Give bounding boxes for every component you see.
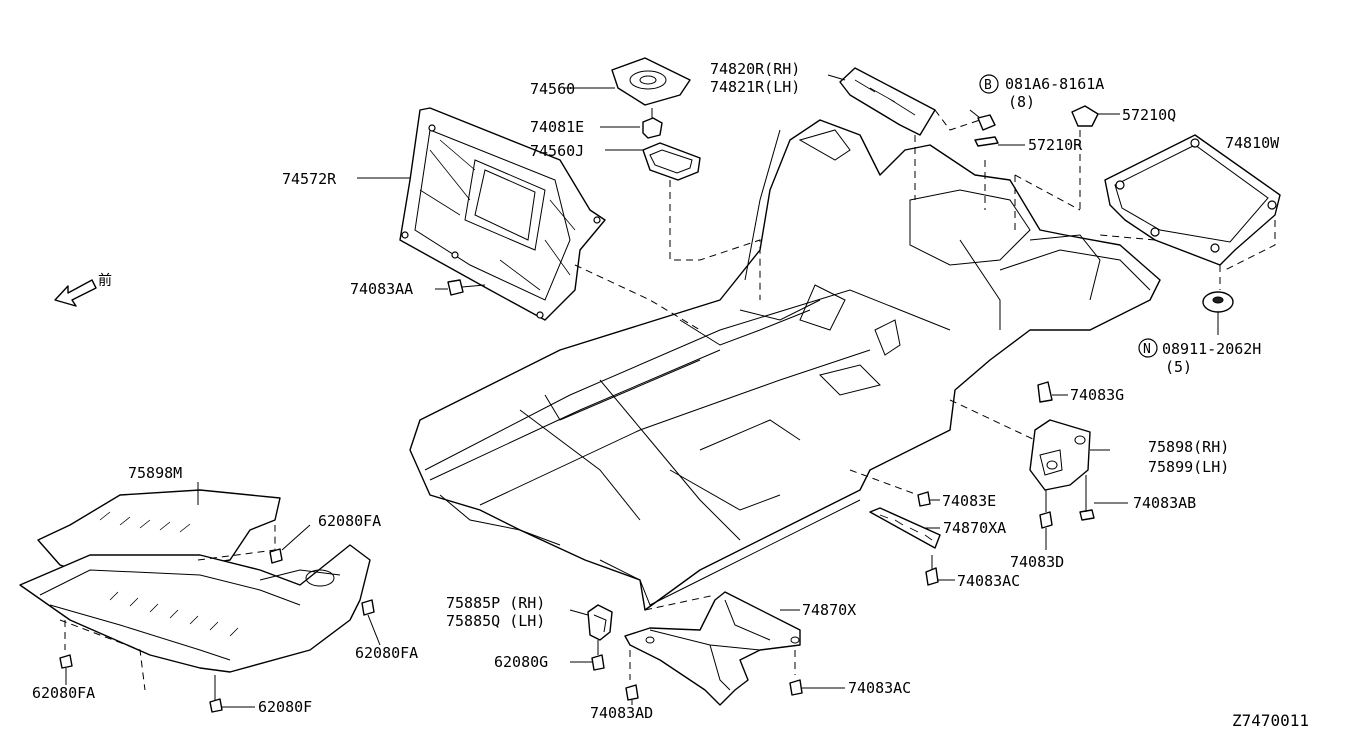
part-081A6-8161A bbox=[969, 74, 999, 131]
label-74083AD: 74083AD bbox=[590, 704, 653, 722]
part-74572R bbox=[357, 107, 701, 331]
part-74560J bbox=[605, 142, 761, 300]
floor-panel bbox=[409, 119, 1161, 611]
part-75898M bbox=[19, 482, 371, 691]
diagram-id: Z7470011 bbox=[1232, 711, 1309, 730]
label-081A6-qty: (8) bbox=[1008, 93, 1035, 111]
label-62080G: 62080G bbox=[494, 653, 548, 671]
part-57210R bbox=[974, 136, 1081, 230]
label-74560J: 74560J bbox=[530, 142, 584, 160]
label-75898RH: 75898(RH) bbox=[1148, 438, 1229, 456]
label-74870X: 74870X bbox=[802, 601, 856, 619]
part-74870X bbox=[624, 591, 801, 706]
part-74083E bbox=[849, 469, 940, 507]
label-08911-2062H: 08911-2062H bbox=[1162, 340, 1261, 358]
part-62080FA-left bbox=[59, 654, 73, 685]
label-74560: 74560 bbox=[530, 80, 575, 98]
label-62080FA-right: 62080FA bbox=[355, 644, 418, 662]
part-74820R bbox=[827, 67, 981, 200]
nut-n-letter: N bbox=[1143, 342, 1151, 357]
part-62080FA-top bbox=[269, 524, 311, 564]
part-74083G bbox=[1037, 381, 1068, 403]
bolt-b-letter: B bbox=[984, 78, 992, 93]
part-74083AC-right bbox=[925, 555, 955, 586]
bolt-b-circle bbox=[979, 74, 999, 94]
label-74083E: 74083E bbox=[942, 492, 996, 510]
label-62080FA-top: 62080FA bbox=[318, 512, 381, 530]
label-75898M: 75898M bbox=[128, 464, 182, 482]
part-08911-2062H bbox=[1138, 291, 1234, 358]
part-74083D bbox=[1039, 490, 1053, 550]
part-62080G bbox=[570, 640, 605, 671]
label-74083D: 74083D bbox=[1010, 553, 1064, 571]
label-74870XA: 74870XA bbox=[943, 519, 1006, 537]
part-74083AA bbox=[435, 279, 486, 296]
label-57210R: 57210R bbox=[1028, 136, 1083, 154]
part-75885P bbox=[569, 604, 613, 641]
label-62080F: 62080F bbox=[258, 698, 312, 716]
part-75898 bbox=[949, 399, 1110, 491]
label-74083AB: 74083AB bbox=[1133, 494, 1196, 512]
part-74083AB bbox=[1079, 475, 1128, 521]
label-74083G: 74083G bbox=[1070, 386, 1124, 404]
part-62080FA-right bbox=[361, 599, 381, 646]
part-74870XA bbox=[869, 507, 941, 549]
front-arrow-label: 前 bbox=[98, 272, 112, 289]
label-08911-qty: (5) bbox=[1165, 358, 1192, 376]
nut-n-circle bbox=[1138, 338, 1158, 358]
label-74083AC-bottom: 74083AC bbox=[848, 679, 911, 697]
label-57210Q: 57210Q bbox=[1122, 106, 1176, 124]
part-62080F bbox=[209, 675, 255, 713]
label-74083AA: 74083AA bbox=[350, 280, 413, 298]
label-74572R: 74572R bbox=[282, 170, 337, 188]
label-75885Q: 75885Q (LH) bbox=[446, 612, 545, 630]
part-74083AD bbox=[625, 684, 639, 705]
label-74821R: 74821R(LH) bbox=[710, 78, 800, 96]
label-74081E: 74081E bbox=[530, 118, 584, 136]
part-74081E bbox=[600, 108, 663, 139]
front-arrow-icon bbox=[54, 279, 97, 307]
part-74810W bbox=[1099, 134, 1281, 290]
label-62080FA-left: 62080FA bbox=[32, 684, 95, 702]
part-74560 bbox=[564, 57, 691, 106]
label-75885P: 75885P (RH) bbox=[446, 594, 545, 612]
label-081A6-8161A: 081A6-8161A bbox=[1005, 75, 1104, 93]
label-74083AC-right: 74083AC bbox=[957, 572, 1020, 590]
label-75899LH: 75899(LH) bbox=[1148, 458, 1229, 476]
label-74820R: 74820R(RH) bbox=[710, 60, 800, 78]
label-74810W: 74810W bbox=[1225, 134, 1280, 152]
part-57210Q bbox=[1071, 105, 1120, 210]
part-74083AC-bottom bbox=[789, 679, 845, 696]
